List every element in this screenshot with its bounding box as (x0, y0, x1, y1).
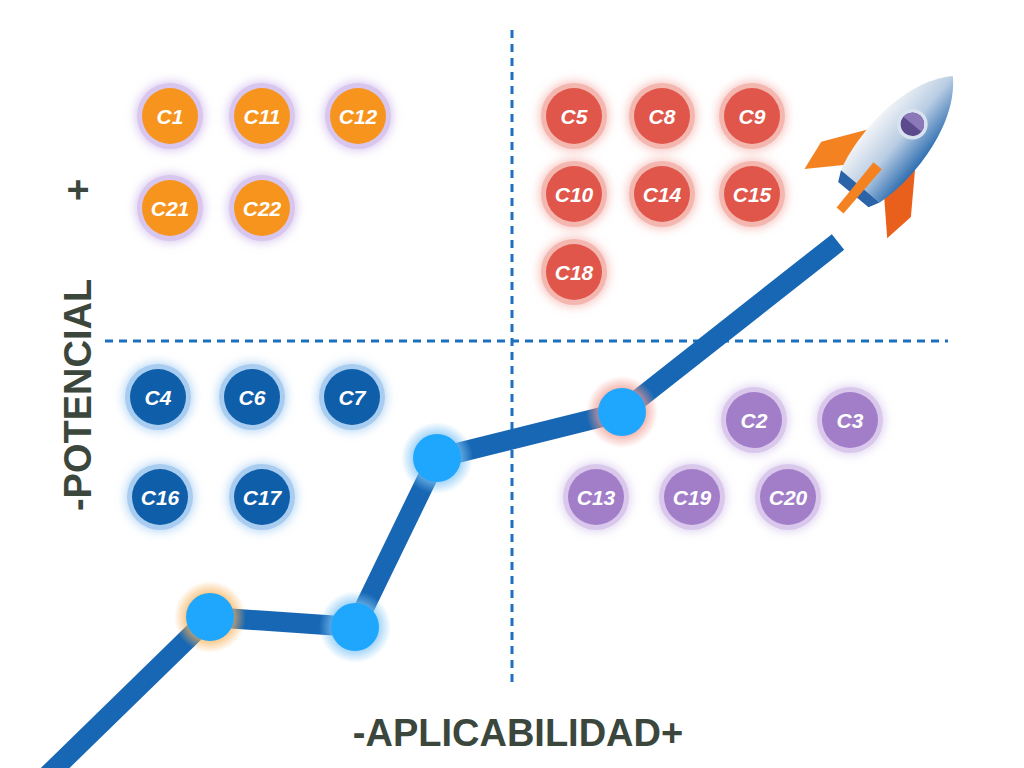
category-circle: C4 (130, 369, 186, 425)
category-code: C2 (741, 410, 768, 431)
category-code: C9 (739, 106, 766, 127)
category-code: C14 (643, 184, 682, 205)
rocket-window (896, 108, 929, 141)
axis-divider (511, 30, 514, 682)
category-code: C8 (649, 106, 676, 127)
category-circle: C10 (546, 166, 602, 222)
category-circle: C8 (634, 88, 690, 144)
category-code: C13 (577, 487, 616, 508)
rocket-window-rim (891, 103, 934, 146)
category-code: C3 (837, 410, 864, 431)
category-circle: C22 (234, 180, 290, 236)
category-code: C20 (769, 487, 808, 508)
category-code: C16 (141, 487, 180, 508)
category-circle: C14 (634, 166, 690, 222)
category-circle: C2 (726, 392, 782, 448)
category-circle: C3 (822, 392, 878, 448)
axis-title: -APLICABILIDAD+ (353, 714, 683, 752)
category-code: C10 (555, 184, 594, 205)
category-circle: C5 (546, 88, 602, 144)
category-code: C7 (339, 387, 366, 408)
category-code: C17 (243, 487, 282, 508)
category-code: C5 (561, 106, 588, 127)
category-circle: C1 (142, 88, 198, 144)
category-code: C11 (244, 106, 281, 127)
category-code: C4 (145, 387, 172, 408)
category-circle: C12 (330, 88, 386, 144)
category-circle: C13 (568, 469, 624, 525)
category-circle: C18 (546, 244, 602, 300)
category-code: C15 (733, 184, 772, 205)
category-circle: C17 (234, 469, 290, 525)
category-circle: C11 (234, 88, 290, 144)
dot-glow (586, 376, 658, 448)
category-circle: C7 (324, 369, 380, 425)
category-circle: C6 (224, 369, 280, 425)
category-circle: C20 (760, 469, 816, 525)
category-code: C19 (673, 487, 712, 508)
milestone-dot (413, 434, 461, 482)
category-code: C18 (555, 262, 594, 283)
axis-title: -POTENCIAL (59, 279, 97, 511)
category-code: C1 (157, 106, 184, 127)
category-circle: C21 (142, 180, 198, 236)
axis-divider (105, 340, 948, 343)
growth-line (48, 242, 838, 768)
category-circle: C9 (724, 88, 780, 144)
milestone-dot (186, 593, 234, 641)
category-circle: C19 (664, 469, 720, 525)
category-circle: C15 (724, 166, 780, 222)
rocket-window-shine (903, 108, 928, 132)
axis-sign: + (59, 179, 97, 201)
category-code: C6 (239, 387, 266, 408)
dot-glow (174, 581, 246, 653)
category-circle: C16 (132, 469, 188, 525)
dot-glow (401, 422, 473, 494)
dot-glow (319, 591, 391, 663)
rocket (795, 38, 997, 248)
milestone-dot (331, 603, 379, 651)
category-code: C22 (243, 198, 282, 219)
rocket-fin (836, 162, 882, 214)
category-code: C12 (339, 106, 378, 127)
category-code: C21 (151, 198, 190, 219)
milestone-dot (598, 388, 646, 436)
